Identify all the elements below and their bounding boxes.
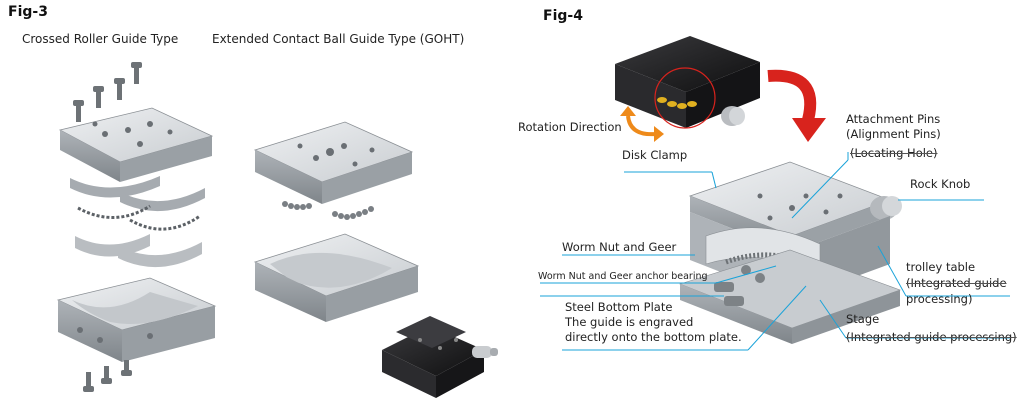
label-worm-nut-anchor-bearing: Worm Nut and Geer anchor bearing (538, 271, 708, 282)
label-worm-nut-geer: Worm Nut and Geer (562, 240, 677, 254)
label-trolley-table: trolley table (906, 260, 976, 274)
label-disk-clamp: Disk Clamp (622, 148, 688, 162)
assembled-black-stage (382, 316, 498, 398)
red-flip-arrow (767, 69, 817, 122)
leader-lines (540, 152, 1010, 351)
crossed-roller-exploded-view (56, 62, 217, 392)
label-trolley-integrated-guide: (Integrated guide (906, 276, 1007, 290)
label-stage-integrated-guide: (Integrated guide processing) (846, 330, 1017, 344)
label-guide-engraved-line2: directly onto the bottom plate. (565, 330, 742, 344)
label-guide-engraved-line1: The guide is engraved (565, 315, 694, 329)
ball-guide-exploded-view (253, 121, 420, 322)
label-alignment-pins: (Alignment Pins) (846, 127, 941, 141)
fig4-inset-black-stage (615, 36, 760, 129)
fig3-subtitle-ball-guide: Extended Contact Ball Guide Type (GOHT) (212, 32, 465, 46)
fig4-title: Fig-4 (543, 8, 583, 24)
label-attachment-pins: Attachment Pins (846, 112, 941, 126)
label-trolley-processing: processing) (906, 292, 973, 306)
label-rock-knob: Rock Knob (910, 177, 971, 191)
label-stage: Stage (846, 312, 880, 326)
label-locating-hole: (Locating Hole) (850, 146, 938, 160)
label-rotation-direction: Rotation Direction (518, 120, 622, 134)
fig3-title: Fig-3 (8, 4, 48, 20)
rotation-arrow (626, 115, 657, 137)
fig3-subtitle-crossed-roller: Crossed Roller Guide Type (22, 32, 179, 46)
label-steel-bottom-plate: Steel Bottom Plate (565, 300, 673, 314)
fig4-main-stage (679, 161, 902, 344)
